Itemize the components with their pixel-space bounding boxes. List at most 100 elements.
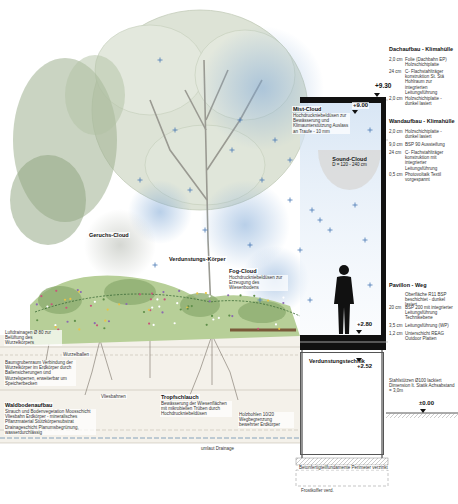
flower-dot: [231, 315, 233, 317]
frost-layer: [296, 470, 388, 486]
annotation-label: Holzschichtplatte - dunkel lasiert: [404, 96, 456, 106]
mist-cross: [273, 138, 278, 143]
flower-dot: [267, 299, 269, 301]
mist-cross: [158, 58, 163, 63]
flower-dot: [78, 328, 80, 330]
annotation-label: 2,0 cm: [388, 57, 404, 62]
annotation-label: 2,0 cm: [388, 96, 404, 101]
flower-dot: [55, 326, 57, 328]
mist-cross: [260, 178, 265, 183]
annotation-label: Betonfertigteilfundamente Perimeter verz…: [298, 465, 390, 470]
flower-dot: [209, 295, 211, 297]
heading-label: +9.30: [374, 82, 392, 89]
mist-cross: [298, 248, 303, 253]
flower-dot: [151, 293, 153, 295]
steel-columns: [302, 350, 382, 458]
annotation-label: C- Flachstahlträger konstruktion mit int…: [404, 150, 456, 171]
mist-cross: [248, 243, 253, 248]
flower-dot: [90, 305, 92, 307]
flower-dot: [69, 298, 71, 300]
annotation-label: 24 cm: [388, 150, 402, 155]
flower-dot: [150, 298, 152, 300]
flower-dot: [153, 324, 155, 326]
mist-cross: [230, 148, 235, 153]
flower-dot: [164, 298, 166, 300]
dome-fill: [318, 150, 381, 190]
flower-dot: [211, 315, 213, 317]
annotation-label: Frostkoffer verd.: [300, 488, 335, 493]
mist-cross: [203, 228, 208, 233]
heading-label: Dachaufbau - Klimahülle: [388, 46, 456, 52]
flower-dot: [118, 303, 120, 305]
annotation-label: 1,2 cm: [388, 331, 404, 336]
flower-dot: [191, 305, 193, 307]
flower-dot: [161, 311, 163, 313]
mist-cross: [173, 128, 178, 133]
node-title: Sound-Cloud: [322, 156, 377, 162]
annotation-label: 3,5 cm: [388, 323, 404, 328]
flower-dot: [257, 328, 259, 330]
drainage-line: [0, 438, 300, 439]
flower-dot: [94, 322, 96, 324]
annotation-label: BSP 200 mit integrierter Leitungsführung…: [404, 305, 456, 321]
heading-label: Wandaufbau - Klimahülle: [388, 118, 456, 124]
flower-dot: [55, 290, 57, 292]
flower-dot: [212, 318, 214, 320]
floor-layer: [300, 342, 386, 343]
heading-label: Waldbodenaufbau: [4, 402, 53, 408]
flower-dot: [218, 317, 220, 319]
annotation-label: 20 cm: [388, 305, 402, 310]
mist-cross: [238, 118, 243, 123]
ground-hatch: [386, 413, 458, 418]
heading-label: Mist-Cloud: [292, 106, 322, 112]
mist-cross: [353, 203, 358, 208]
sound-cloud: Sound-CloudD = 120 - 240 cm: [318, 150, 381, 190]
flower-dot: [36, 303, 38, 305]
heading-label: Fog-Cloud: [228, 268, 258, 274]
mist-cross: [318, 218, 323, 223]
flower-dot: [104, 320, 106, 322]
mist-cross: [368, 283, 373, 288]
flower-dot: [148, 322, 150, 324]
annotation-label: Strauch und Bodenvegetation Moosschicht …: [4, 409, 96, 435]
annotation-label: 2,0 cm: [388, 129, 404, 134]
flower-dot: [162, 291, 164, 293]
mist-cross: [288, 198, 293, 203]
elevation-marks: [352, 93, 426, 413]
flower-dot: [282, 302, 284, 304]
mist-cross: [328, 228, 333, 233]
flower-dot: [187, 308, 189, 310]
flower-dot: [174, 322, 176, 324]
timber-plank: [230, 329, 296, 332]
annotation-label: BSP 90 Aussteifung: [404, 142, 456, 147]
flower-dot: [36, 319, 38, 321]
flower-dot: [205, 292, 207, 294]
heading-label: Verdunstungs-Körper: [168, 256, 227, 262]
annotation-label: Baumgrubenraum Verbindung der Wurzelkörp…: [4, 360, 76, 386]
pavilion-interior: [300, 103, 381, 335]
scent-cloud: [84, 209, 156, 281]
flower-dot: [227, 294, 229, 296]
person-silhouette: [334, 265, 354, 334]
node-note: D = 120 - 240 cm: [322, 162, 377, 167]
annotation-label: Wurzelballen: [62, 352, 90, 357]
flower-dot: [54, 324, 56, 326]
flower-dot: [176, 302, 178, 304]
flower-dot: [94, 301, 96, 303]
annotation-label: 9,0 cm: [388, 142, 404, 147]
heading-label: Tropfschlauch: [160, 394, 200, 400]
flower-dot: [103, 327, 105, 329]
heading-label: Geruchs-Cloud: [88, 232, 130, 238]
annotation-label: 0,5 cm: [388, 172, 404, 177]
heading-label: +2.52: [356, 363, 373, 370]
flower-dot: [228, 315, 230, 317]
flower-dot: [239, 294, 241, 296]
flower-dot: [107, 308, 109, 310]
annotation-label: Luftdrainagen Ø 80 zur Belüftung des Wur…: [4, 330, 62, 346]
heading-label: ±0.00: [418, 400, 435, 407]
flower-dot: [148, 309, 150, 311]
flower-dot: [156, 298, 158, 300]
annotation-label: Folie (Dachbahn EP) Holzschichtplatte: [404, 57, 456, 67]
foundation: [296, 458, 388, 465]
flower-dot: [282, 296, 284, 298]
